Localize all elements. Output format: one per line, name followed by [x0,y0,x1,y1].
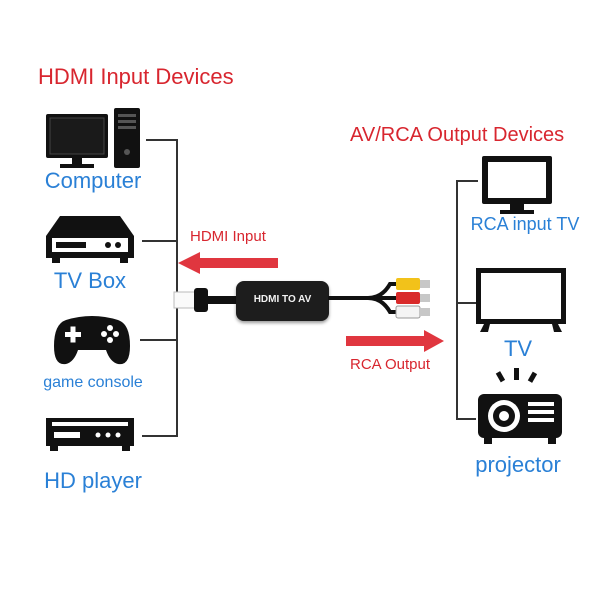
hdmi-cable [173,288,238,312]
flat-tv-icon [476,268,566,332]
input-connector-game-console [140,339,178,341]
adapter-label: HDMI TO AV [253,294,312,305]
input-bracket-line [176,139,178,437]
output-connector-projector [456,418,476,420]
rca-output-label: RCA Output [350,356,431,373]
game-console-label: game console [43,374,143,391]
output-connector-tv [456,302,476,304]
tv-box-label: TV Box [53,268,127,293]
hd-player-icon [46,418,134,451]
input-devices-title: HDMI Input Devices [38,64,234,89]
rca-output-arrow [346,330,444,352]
hdmi-to-av-adapter: HDMI TO AV [236,281,329,321]
output-connector-rca-tv [456,180,478,182]
computer-icon [46,108,140,168]
tv-box-icon [46,216,134,263]
projector-label: projector [475,452,561,477]
projector-icon [478,368,562,444]
crt-monitor-icon [482,156,552,214]
output-devices-title: AV/RCA Output Devices [350,124,565,146]
game-controller-icon [54,316,130,365]
hdmi-input-label: HDMI Input [190,228,266,245]
output-bracket-line [456,180,458,420]
input-connector-hd-player [142,435,178,437]
computer-label: Computer [44,168,142,193]
rca-cables [328,278,430,319]
tv-label: TV [503,336,533,361]
hdmi-input-arrow [178,252,278,274]
input-connector-computer [146,139,178,141]
rca-input-tv-label: RCA input TV [470,214,580,234]
input-connector-tv-box [142,240,178,242]
hd-player-label: HD player [44,468,142,493]
